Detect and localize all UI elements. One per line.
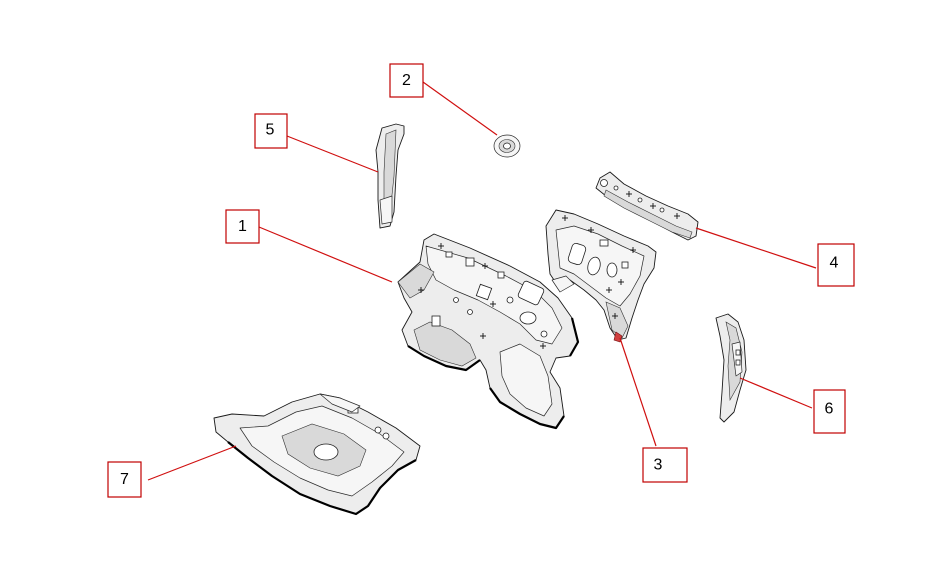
callout-4-label: 4 (830, 255, 839, 272)
callout-7[interactable]: 7 (107, 461, 142, 498)
part-6-right-pillar-bracket[interactable] (715, 313, 747, 423)
callout-3-label: 3 (654, 457, 663, 474)
callout-6[interactable]: 6 (813, 389, 846, 434)
callout-3[interactable]: 3 (642, 447, 688, 483)
part-5-left-pillar-bracket[interactable] (375, 123, 405, 229)
part-7-floor-panel[interactable] (213, 393, 421, 516)
callout-7-label: 7 (120, 471, 129, 488)
callout-5-label: 5 (266, 122, 275, 139)
part-4-cross-member[interactable] (595, 171, 699, 241)
leader-lines (147, 81, 817, 481)
leader-line-1 (258, 226, 393, 283)
callout-4[interactable]: 4 (817, 243, 855, 287)
leader-line-4 (695, 227, 817, 269)
callout-1-label: 1 (238, 218, 247, 235)
callout-6-label: 6 (825, 401, 834, 418)
leader-line-2 (422, 81, 498, 136)
leader-line-3 (619, 337, 657, 447)
callout-2[interactable]: 2 (389, 63, 424, 98)
callout-5[interactable]: 5 (254, 113, 288, 149)
leader-line-6 (739, 377, 813, 409)
part-3-right-inner-panel[interactable] (545, 209, 657, 343)
part-1-bulkhead-panel[interactable] (397, 233, 580, 430)
leader-line-5 (286, 135, 379, 173)
callout-1[interactable]: 1 (225, 209, 260, 244)
leader-line-7 (147, 445, 237, 481)
callout-2-label: 2 (402, 72, 411, 89)
part-2-grommet[interactable] (493, 134, 521, 158)
